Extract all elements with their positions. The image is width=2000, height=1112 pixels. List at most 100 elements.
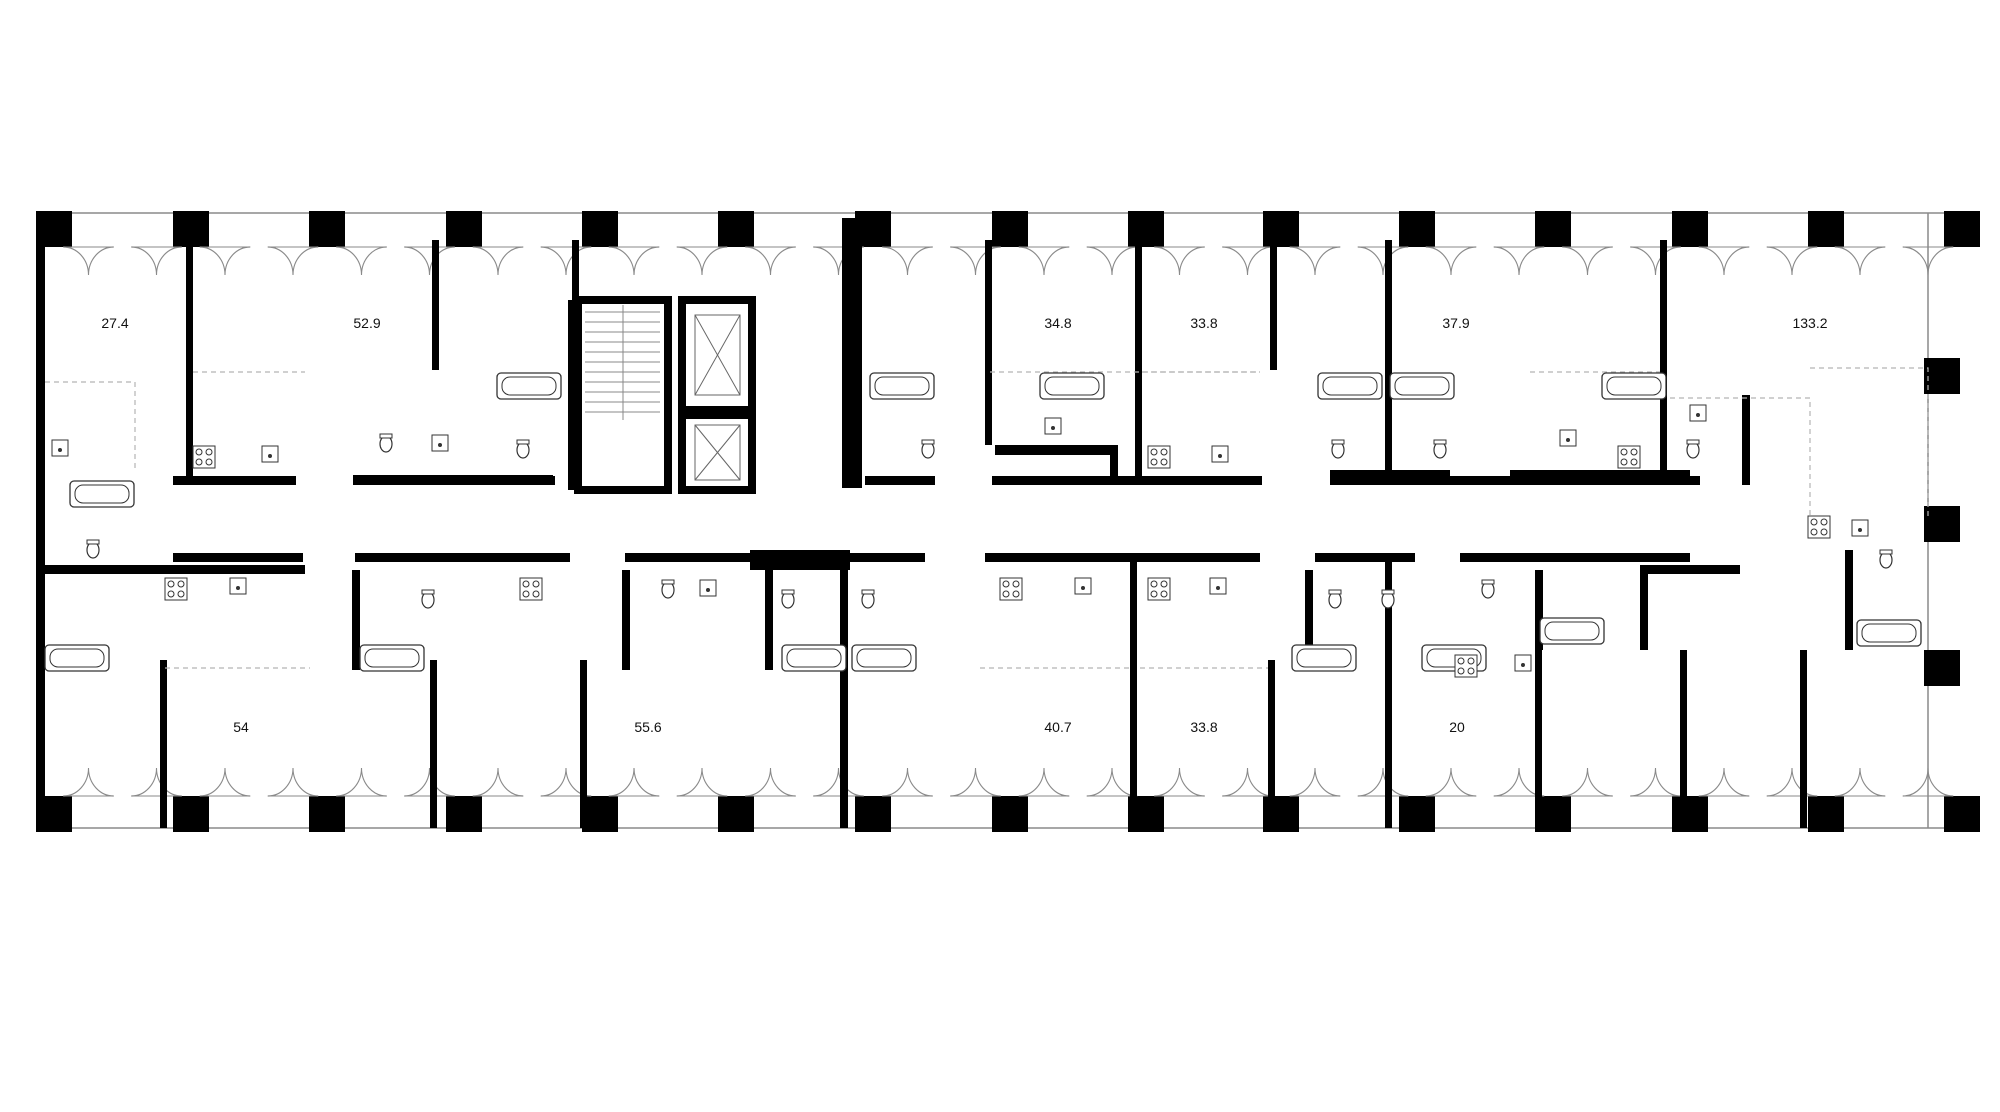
balcony-door[interactable]: [676, 246, 728, 276]
balcony-door[interactable]: [1561, 767, 1614, 797]
unit-area-label: 40.7: [1044, 719, 1071, 735]
balcony-door[interactable]: [608, 767, 660, 797]
unit-area-label: 52.9: [353, 315, 380, 331]
bathtub-icon: [781, 644, 847, 672]
balcony-door[interactable]: [1766, 767, 1818, 797]
sink-icon: [1044, 417, 1062, 435]
column: [1924, 650, 1960, 686]
balcony-door[interactable]: [1561, 246, 1614, 276]
balcony-door[interactable]: [1086, 767, 1138, 797]
column: [1399, 211, 1435, 247]
sink-icon: [1514, 654, 1532, 672]
column: [1399, 796, 1435, 832]
unit-area-label: 34.8: [1044, 315, 1071, 331]
unit-area-label: 54: [233, 719, 249, 735]
balcony-door[interactable]: [62, 767, 115, 797]
balcony-door[interactable]: [812, 767, 865, 797]
balcony-door[interactable]: [1629, 767, 1682, 797]
column: [992, 211, 1028, 247]
balcony-door[interactable]: [1698, 767, 1750, 797]
balcony-door[interactable]: [1221, 246, 1274, 276]
balcony-door[interactable]: [1289, 246, 1341, 276]
stair-icon: [574, 296, 672, 494]
balcony-door[interactable]: [881, 246, 934, 276]
stove-icon: [1454, 654, 1478, 678]
balcony-door[interactable]: [1766, 246, 1818, 276]
balcony-door[interactable]: [744, 246, 797, 276]
balcony-door[interactable]: [1629, 246, 1682, 276]
column: [718, 796, 754, 832]
balcony-door[interactable]: [540, 246, 592, 276]
toilet-icon: [421, 589, 435, 609]
balcony-door[interactable]: [335, 767, 388, 797]
balcony-door[interactable]: [1834, 767, 1886, 797]
bathtub-icon: [1039, 372, 1105, 400]
balcony-door[interactable]: [130, 767, 183, 797]
bathtub-icon: [69, 480, 135, 508]
stove-icon: [1147, 577, 1171, 601]
column: [1944, 211, 1980, 247]
balcony-door[interactable]: [1425, 767, 1477, 797]
balcony-door[interactable]: [1221, 767, 1274, 797]
column: [1263, 211, 1299, 247]
bathtub-icon: [359, 644, 425, 672]
balcony-door[interactable]: [608, 246, 660, 276]
bathtub-icon: [1389, 372, 1455, 400]
toilet-icon: [1686, 439, 1700, 459]
balcony-door[interactable]: [1425, 246, 1477, 276]
balcony-door[interactable]: [267, 767, 319, 797]
balcony-door[interactable]: [1289, 767, 1341, 797]
column: [855, 796, 891, 832]
area-labels: 27.4 52.9 34.8 33.8 37.9 133.2 54 55.6 4…: [101, 315, 1827, 735]
balcony-door[interactable]: [403, 246, 456, 276]
bathtub-icon: [44, 644, 110, 672]
stove-icon: [519, 577, 543, 601]
balcony-door[interactable]: [199, 246, 251, 276]
balcony-door[interactable]: [1153, 767, 1206, 797]
column: [582, 211, 618, 247]
balcony-door[interactable]: [676, 767, 728, 797]
balcony-door[interactable]: [1357, 767, 1409, 797]
unit-area-label: 27.4: [101, 315, 128, 331]
balcony-door[interactable]: [949, 767, 1002, 797]
sink-icon: [261, 445, 279, 463]
balcony-door[interactable]: [881, 767, 934, 797]
balcony-door[interactable]: [472, 767, 524, 797]
bathtub-icon: [1601, 372, 1667, 400]
walls: [36, 213, 1853, 828]
unit-area-label: 133.2: [1792, 315, 1827, 331]
balcony-door[interactable]: [130, 246, 183, 276]
bathtub-icon: [1856, 619, 1922, 647]
balcony-door[interactable]: [199, 767, 251, 797]
balcony-door[interactable]: [1493, 246, 1545, 276]
column: [1128, 211, 1164, 247]
column: [1944, 796, 1980, 832]
balcony-door[interactable]: [1834, 246, 1886, 276]
bathtub-icon: [1317, 372, 1383, 400]
sink-icon: [1689, 404, 1707, 422]
column: [1672, 796, 1708, 832]
balcony-door[interactable]: [472, 246, 524, 276]
balcony-door[interactable]: [949, 246, 1002, 276]
balcony-door[interactable]: [403, 767, 456, 797]
balcony-door[interactable]: [335, 246, 388, 276]
stove-icon: [192, 445, 216, 469]
balcony-door[interactable]: [744, 767, 797, 797]
balcony-door[interactable]: [1698, 246, 1750, 276]
column: [173, 796, 209, 832]
toilet-icon: [661, 579, 675, 599]
balcony-door[interactable]: [1357, 246, 1409, 276]
balcony-door[interactable]: [267, 246, 319, 276]
column: [582, 796, 618, 832]
balcony-door[interactable]: [1018, 246, 1070, 276]
column: [1808, 796, 1844, 832]
balcony-door[interactable]: [62, 246, 115, 276]
toilet-icon: [921, 439, 935, 459]
balcony-door[interactable]: [1018, 767, 1070, 797]
balcony-door[interactable]: [1153, 246, 1206, 276]
bathtub-icon: [869, 372, 935, 400]
balcony-door[interactable]: [1086, 246, 1138, 276]
unit-area-label: 33.8: [1190, 315, 1217, 331]
bathtub-icon: [851, 644, 917, 672]
toilet-icon: [516, 439, 530, 459]
